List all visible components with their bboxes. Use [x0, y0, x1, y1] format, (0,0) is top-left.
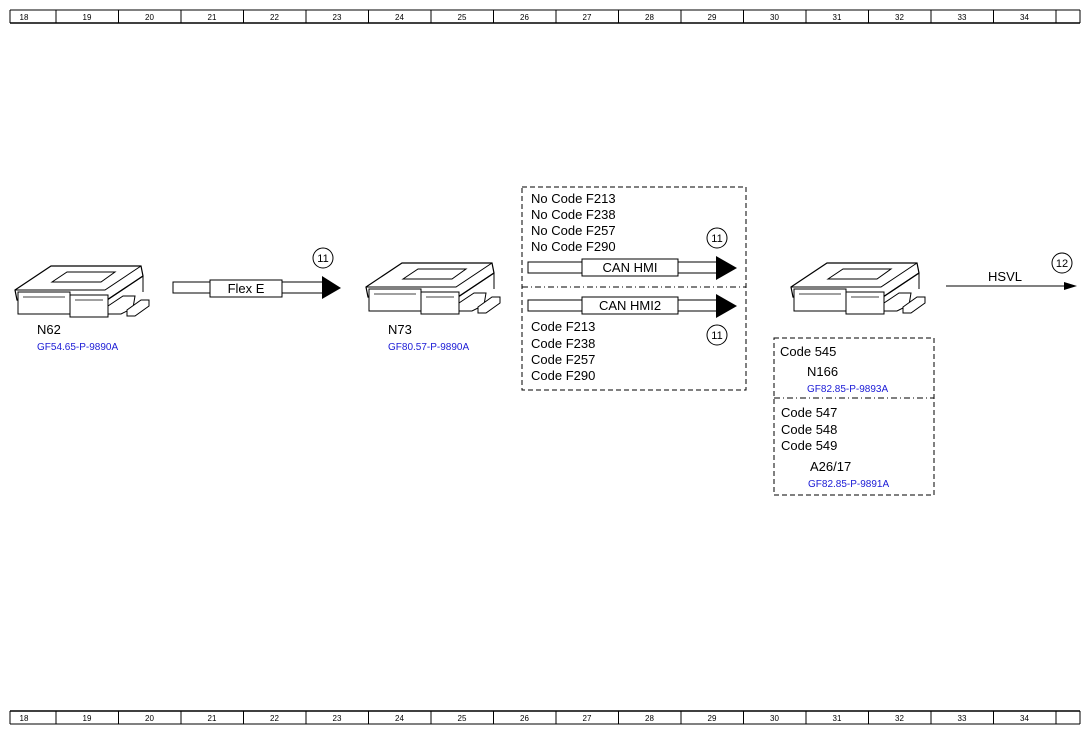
- bottom-ruler-label: 21: [208, 714, 217, 723]
- bottom-ruler-label: 30: [770, 714, 779, 723]
- flex-e-target: 11: [317, 253, 328, 265]
- ref-circle-icon[interactable]: [706, 324, 728, 346]
- code-547: Code 547: [781, 405, 837, 420]
- top-ruler-label: 25: [458, 13, 467, 22]
- code-f290: Code F290: [531, 368, 595, 383]
- module-n73-name: N73: [388, 322, 412, 337]
- top-ruler-label: 31: [833, 13, 842, 22]
- module-n166-name: N166: [807, 364, 838, 379]
- module-n62: N62 GF54.65-P-9890A: [14, 265, 150, 353]
- bottom-ruler-label: 33: [958, 714, 967, 723]
- code-548: Code 548: [781, 422, 837, 437]
- hsvl-target: 12: [1056, 258, 1068, 270]
- bottom-ruler-label: 24: [395, 714, 404, 723]
- code-f238: Code F238: [531, 336, 595, 351]
- top-ruler: 18 19 20 21 22 23 24 25 26 27 28 29 30 31 32 33 34: [9, 9, 1081, 24]
- module-right: [790, 262, 926, 315]
- right-variant-box: Code 545 N166 GF82.85-P-9893A Code 547 C…: [773, 337, 935, 496]
- top-ruler-label: 32: [895, 13, 904, 22]
- code-545: Code 545: [780, 344, 836, 359]
- can-hmi2-connection: CAN HMI2 11: [527, 294, 737, 346]
- arrow-right-icon: [322, 276, 341, 299]
- bottom-ruler-label: 25: [458, 714, 467, 723]
- flex-e-label: Flex E: [228, 281, 265, 296]
- top-ruler-label: 33: [958, 13, 967, 22]
- top-ruler-label: 23: [333, 13, 342, 22]
- bottom-ruler-label: 28: [645, 714, 654, 723]
- top-ruler-label: 26: [520, 13, 529, 22]
- control-unit-icon: [365, 262, 501, 315]
- bottom-ruler-label: 31: [833, 714, 842, 723]
- can-hmi-connection: CAN HMI 11: [527, 227, 737, 280]
- ref-circle-icon[interactable]: [706, 227, 728, 249]
- top-ruler-label: 28: [645, 13, 654, 22]
- ref-circle-icon[interactable]: [312, 247, 334, 269]
- bottom-ruler-label: 22: [270, 714, 279, 723]
- module-a26-17-name: A26/17: [810, 459, 851, 474]
- no-code-f257: No Code F257: [531, 223, 616, 238]
- can-hmi-target: 11: [711, 233, 722, 245]
- hsvl-label: HSVL: [988, 269, 1022, 284]
- top-ruler-label: 18: [20, 13, 29, 22]
- top-ruler-label: 20: [145, 13, 154, 22]
- top-ruler-label: 22: [270, 13, 279, 22]
- arrow-right-icon: [716, 294, 737, 318]
- top-ruler-label: 24: [395, 13, 404, 22]
- bottom-ruler: 18 19 20 21 22 23 24 25 26 27 28 29 30 31 32 33 34: [9, 710, 1081, 725]
- top-ruler-label: 29: [708, 13, 717, 22]
- control-unit-icon: [14, 265, 150, 318]
- top-ruler-label: 21: [208, 13, 217, 22]
- top-ruler-label: 30: [770, 13, 779, 22]
- bottom-ruler-label: 19: [83, 714, 92, 723]
- top-ruler-label: 27: [583, 13, 592, 22]
- code-f213: Code F213: [531, 319, 595, 334]
- code-549: Code 549: [781, 438, 837, 453]
- module-n166-ref[interactable]: GF82.85-P-9893A: [807, 384, 888, 395]
- bottom-ruler-label: 32: [895, 714, 904, 723]
- top-ruler-label: 34: [1020, 13, 1029, 22]
- arrow-right-icon: [716, 256, 737, 280]
- ref-circle-icon[interactable]: [1051, 252, 1073, 274]
- module-a26-17-ref[interactable]: GF82.85-P-9891A: [808, 479, 889, 490]
- bottom-ruler-label: 20: [145, 714, 154, 723]
- module-n73: N73 GF80.57-P-9890A: [365, 262, 501, 353]
- no-code-f213: No Code F213: [531, 191, 616, 206]
- bottom-ruler-label: 27: [583, 714, 592, 723]
- bottom-ruler-label: 18: [20, 714, 29, 723]
- no-code-f238: No Code F238: [531, 207, 616, 222]
- can-hmi-label: CAN HMI: [603, 260, 658, 275]
- bottom-ruler-label: 26: [520, 714, 529, 723]
- bottom-ruler-label: 29: [708, 714, 717, 723]
- hsvl-connection: HSVL 12: [946, 252, 1077, 290]
- variant-box: No Code F213 No Code F238 No Code F257 N…: [521, 186, 747, 391]
- bottom-ruler-label: 23: [333, 714, 342, 723]
- arrow-right-icon: [1064, 282, 1077, 290]
- code-f257: Code F257: [531, 352, 595, 367]
- top-ruler-label: 19: [83, 13, 92, 22]
- can-hmi2-label: CAN HMI2: [599, 298, 661, 313]
- no-code-f290: No Code F290: [531, 239, 616, 254]
- flex-e-connection: Flex E 11: [172, 247, 341, 299]
- module-n62-name: N62: [37, 322, 61, 337]
- bottom-ruler-label: 34: [1020, 714, 1029, 723]
- module-n62-ref[interactable]: GF54.65-P-9890A: [37, 342, 118, 353]
- can-hmi2-target: 11: [711, 330, 722, 342]
- control-unit-icon: [790, 262, 926, 315]
- module-n73-ref[interactable]: GF80.57-P-9890A: [388, 342, 469, 353]
